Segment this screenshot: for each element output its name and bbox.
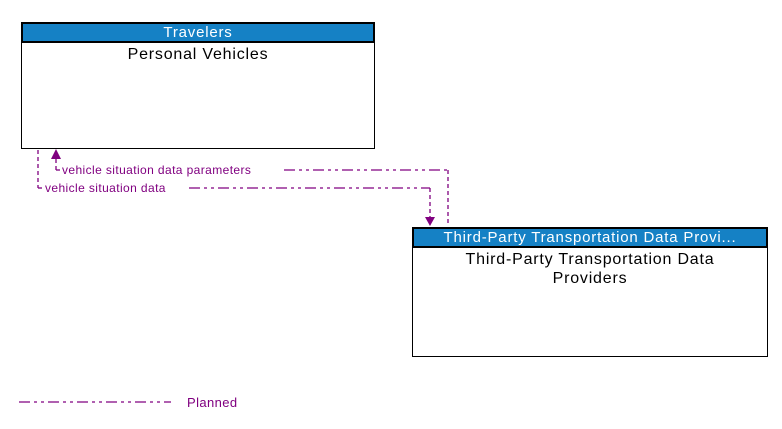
- entity-name-third-party-providers: Third-Party Transportation Data Provider…: [465, 251, 715, 287]
- flow-label-vehicle-situation-data-parameters[interactable]: vehicle situation data parameters: [62, 163, 252, 177]
- entity-header-third-party-providers: Third-Party Transportation Data Provi...: [412, 227, 768, 248]
- entity-name-personal-vehicles: Personal Vehicles: [127, 46, 269, 63]
- flow-label-vehicle-situation-data[interactable]: vehicle situation data: [45, 181, 166, 195]
- entity-box-third-party-providers[interactable]: Third-Party Transportation Data Provi...…: [412, 227, 768, 357]
- entity-header-travelers: Travelers: [21, 22, 375, 43]
- legend-planned-label: Planned: [187, 395, 238, 410]
- arrow-down-icon: [425, 217, 435, 226]
- entity-box-personal-vehicles[interactable]: Travelers Personal Vehicles: [21, 22, 375, 149]
- arrow-up-icon: [51, 149, 61, 159]
